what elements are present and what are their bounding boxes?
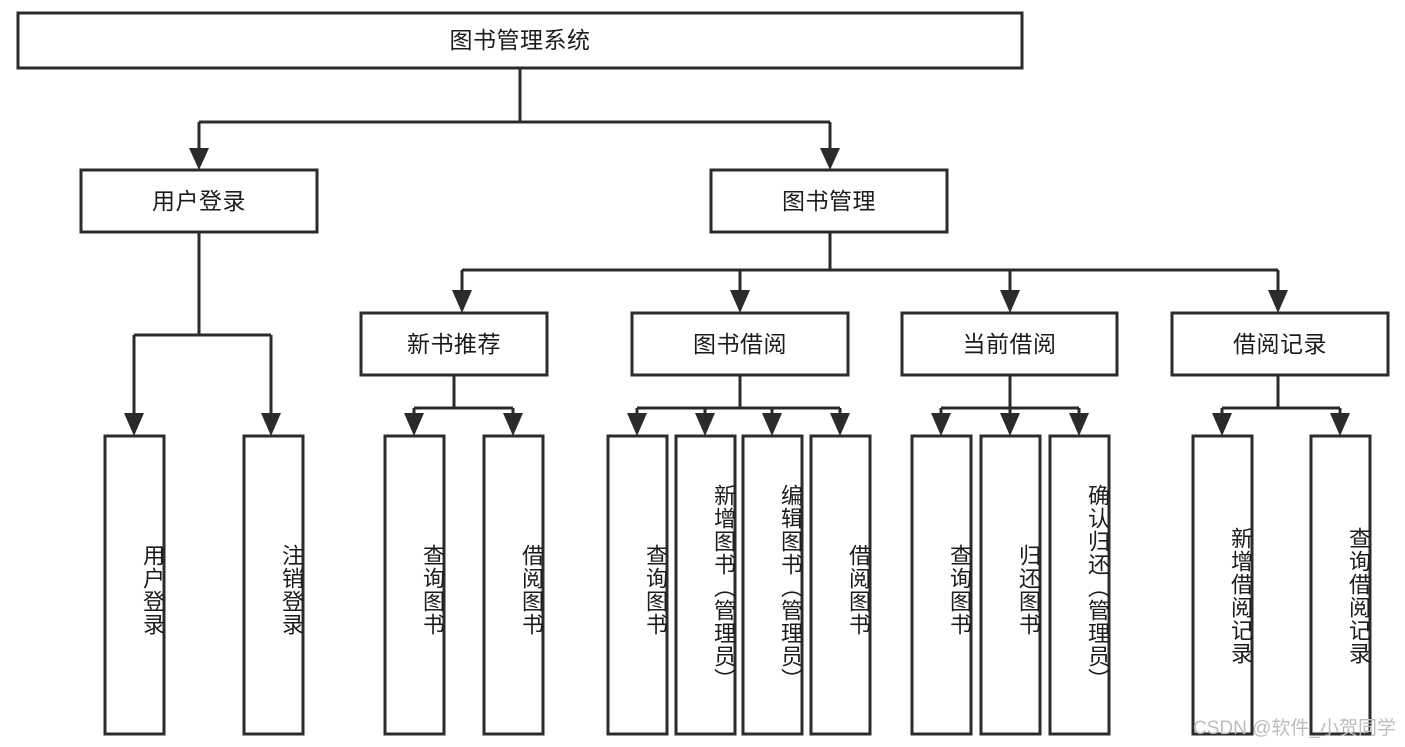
node-box-leaf-query-book-2[interactable] [606,434,669,736]
arrow-bm-to-borrowrecord [1268,290,1288,313]
node-box-leaf-borrow-book-2[interactable] [809,434,872,736]
arrow-borrowrecord-to-leaf1 [1212,413,1232,436]
node-box-leaf-query-book-3[interactable] [910,434,973,736]
node-box-leaf-user-login[interactable] [103,434,166,736]
node-box-leaf-logout-login[interactable] [242,434,305,736]
arrow-currentborrow-to-leaf2 [1000,413,1020,436]
node-box-root[interactable] [16,11,1024,70]
arrow-bm-to-currentborrow [1000,290,1020,313]
node-box-book-borrow[interactable] [630,311,850,377]
node-box-leaf-borrow-book-1[interactable] [482,434,545,736]
arrow-currentborrow-to-leaf1 [931,413,951,436]
arrow-borrowrecord-to-leaf2 [1330,413,1350,436]
arrow-newbook-to-leaf2 [503,413,523,436]
arrow-bm-to-newbook [452,290,472,313]
arrow-newbook-to-leaf1 [404,413,424,436]
node-box-new-book-recommend[interactable] [359,311,549,377]
edges-layer [124,68,1350,436]
arrow-user-login-to-leaf2 [261,413,281,436]
arrow-bm-to-bookborrow [730,290,750,313]
node-box-leaf-query-record[interactable] [1309,434,1372,736]
node-box-borrow-record[interactable] [1170,311,1390,377]
arrow-bookborrow-to-leaf3 [762,413,782,436]
arrow-bookborrow-to-leaf1 [627,413,647,436]
arrow-bookborrow-to-leaf2 [695,413,715,436]
nodes-layer [16,11,1390,736]
node-box-leaf-confirm-return[interactable] [1048,434,1111,736]
arrow-root-to-book-manage [820,148,840,170]
arrow-root-to-user-login [189,148,209,170]
node-box-leaf-edit-book[interactable] [741,434,804,736]
node-box-leaf-return-book[interactable] [979,434,1042,736]
node-box-leaf-query-book-1[interactable] [383,434,446,736]
node-box-current-borrow[interactable] [900,311,1119,377]
arrow-currentborrow-to-leaf3 [1069,413,1089,436]
arrow-bookborrow-to-leaf4 [830,413,850,436]
node-box-leaf-add-book[interactable] [674,434,737,736]
node-box-user-login[interactable] [79,168,319,234]
node-box-book-manage[interactable] [709,168,949,234]
node-box-leaf-add-record[interactable] [1191,434,1254,736]
arrow-user-login-to-leaf1 [124,413,144,436]
